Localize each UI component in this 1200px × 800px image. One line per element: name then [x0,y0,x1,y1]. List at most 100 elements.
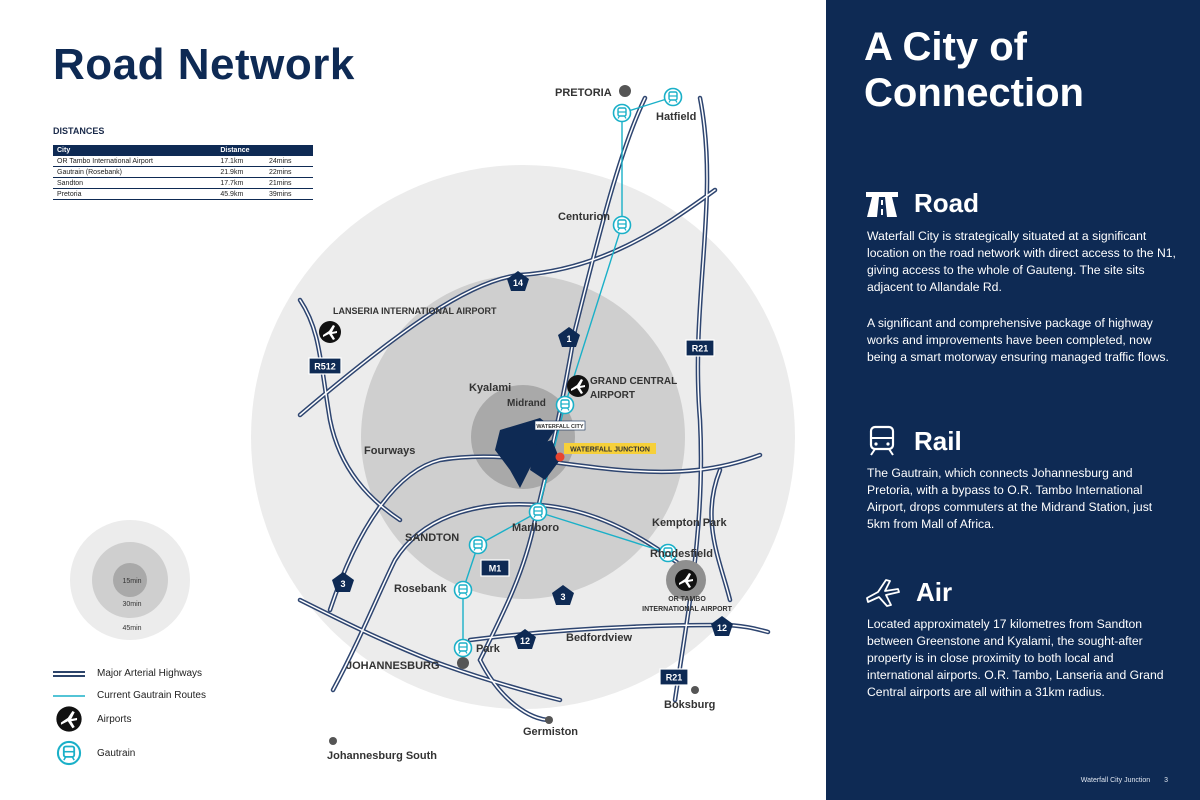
centurion-station-icon [612,215,632,235]
table-row: OR Tambo International Airport 17.1km 24… [53,156,313,167]
rail-icon [869,425,895,456]
road-title: Road [914,188,979,218]
gautrain-line-icon [53,694,85,697]
table-row: Pretoria 45.9km 39mins [53,188,313,200]
shield-n3-east: 3 [560,592,565,602]
row-mins: 24mins [264,156,313,167]
label-johannesburg-south: Johannesburg South [327,750,437,762]
label-johannesburg: JOHANNESBURG [346,660,440,672]
road-heading: Road [864,188,979,219]
airplane-icon [866,579,900,607]
shield-n14: 14 [513,278,523,288]
label-germiston: Germiston [523,726,578,738]
highways [297,95,771,723]
label-rhodesfield: Rhodesfield [650,548,713,560]
rail-heading: Rail [864,425,962,457]
air-heading: Air [864,576,952,608]
hatfield-pretoria-station-icon [612,103,632,123]
table-row: Sandton 17.7km 21mins [53,177,313,189]
row-km: 45.9km [216,188,265,200]
legend-highways-label: Major Arterial Highways [97,668,203,679]
label-pretoria: PRETORIA [555,87,612,99]
footer-page-number: 3 [1164,777,1168,784]
label-hatfield: Hatfield [656,111,696,123]
road-network-map: WATERFALL CITY WATERFALL JUNCTION 14 1 3… [70,85,795,762]
ring-key-30min: 30min [122,601,141,608]
midrand-station-icon [555,395,575,415]
marlboro-station-icon [528,502,548,522]
distance-header: Distance [216,145,313,156]
hatfield-station-icon [663,87,683,107]
label-grand-central-2: AIRPORT [590,390,635,401]
label-kyalami: Kyalami [469,382,511,394]
highway-line-icon [53,670,85,677]
legend-highways: Major Arterial Highways [53,668,202,679]
air-title: Air [916,576,953,607]
page-title: Road Network [53,40,355,89]
train-icon [56,740,82,766]
label-sandton: SANDTON [405,532,459,544]
sandton-station-icon [468,535,488,555]
row-mins: 39mins [264,188,313,200]
row-city: Sandton [53,177,217,189]
legend-gautrain: Gautrain [53,740,135,766]
lanseria-airport-icon [319,321,341,343]
rail-title: Rail [914,425,962,456]
legend-airports: Airports [53,706,131,732]
row-city: OR Tambo International Airport [53,156,217,167]
road-icon [866,191,898,217]
distances-table: City Distance OR Tambo International Air… [53,145,313,200]
label-fourways: Fourways [364,445,415,457]
waterfall-junction-label: WATERFALL JUNCTION [570,447,650,454]
waterfall-junction-tag [564,443,656,454]
shield-r21-north: R21 [692,344,709,354]
ring-key-15min: 15min [122,578,141,585]
legend-gautrain-label: Gautrain [97,747,136,759]
label-lanseria: LANSERIA INTERNATIONAL AIRPORT [333,306,497,316]
road-shields: 14 1 3 3 12 12 R512 R21 R21 M1 [308,271,733,686]
grand-central-airport-icon [567,375,589,397]
ortambo-airport-icon [675,569,697,591]
germiston-dot [545,716,553,724]
waterfall-junction-marker [555,452,565,462]
air-text: Located approximately 17 kilometres from… [867,617,1164,699]
boksburg-dot [691,686,699,694]
row-km: 17.1km [216,156,265,167]
label-ortambo-2: INTERNATIONAL AIRPORT [642,606,732,613]
row-city: Gautrain (Rosebank) [53,166,217,178]
johannesburg-dot [457,657,469,669]
label-park: Park [476,643,501,655]
row-city: Pretoria [53,188,217,200]
table-header: City Distance [53,145,313,156]
legend-airports-label: Airports [97,713,132,725]
rosebank-station-icon [453,580,473,600]
row-mins: 22mins [264,166,313,178]
ring-key: 15min 30min 45min [70,520,190,640]
airplane-icon [56,706,82,732]
shield-n1: 1 [566,334,571,344]
row-mins: 21mins [264,177,313,189]
label-grand-central-1: GRAND CENTRAL [590,376,677,387]
pretoria-dot [619,85,631,97]
shield-n12-east: 12 [717,623,727,633]
row-km: 21.9km [216,166,265,178]
waterfall-city-tag [534,420,586,431]
place-labels: PRETORIA Hatfield Centurion LANSERIA INT… [327,87,733,762]
ring-key-45min: 45min [122,625,141,632]
label-midrand: Midrand [507,398,546,409]
label-kempton-park: Kempton Park [652,517,727,529]
joburg-south-dot [329,737,337,745]
shield-r512: R512 [314,362,336,372]
label-rosebank: Rosebank [394,583,447,595]
distances-title: DISTANCES [53,126,105,136]
label-centurion: Centurion [558,211,610,223]
city-header: City [53,145,217,156]
road-text-2: A significant and comprehensive package … [867,316,1169,364]
waterfall-city-area [495,418,555,488]
waterfall-city-area-east [530,440,560,480]
row-km: 17.7km [216,177,265,189]
park-station-icon [453,638,473,658]
shield-n3-west: 3 [340,579,345,589]
legend-gautrain-routes: Current Gautrain Routes [53,690,206,701]
label-boksburg: Boksburg [664,699,715,711]
